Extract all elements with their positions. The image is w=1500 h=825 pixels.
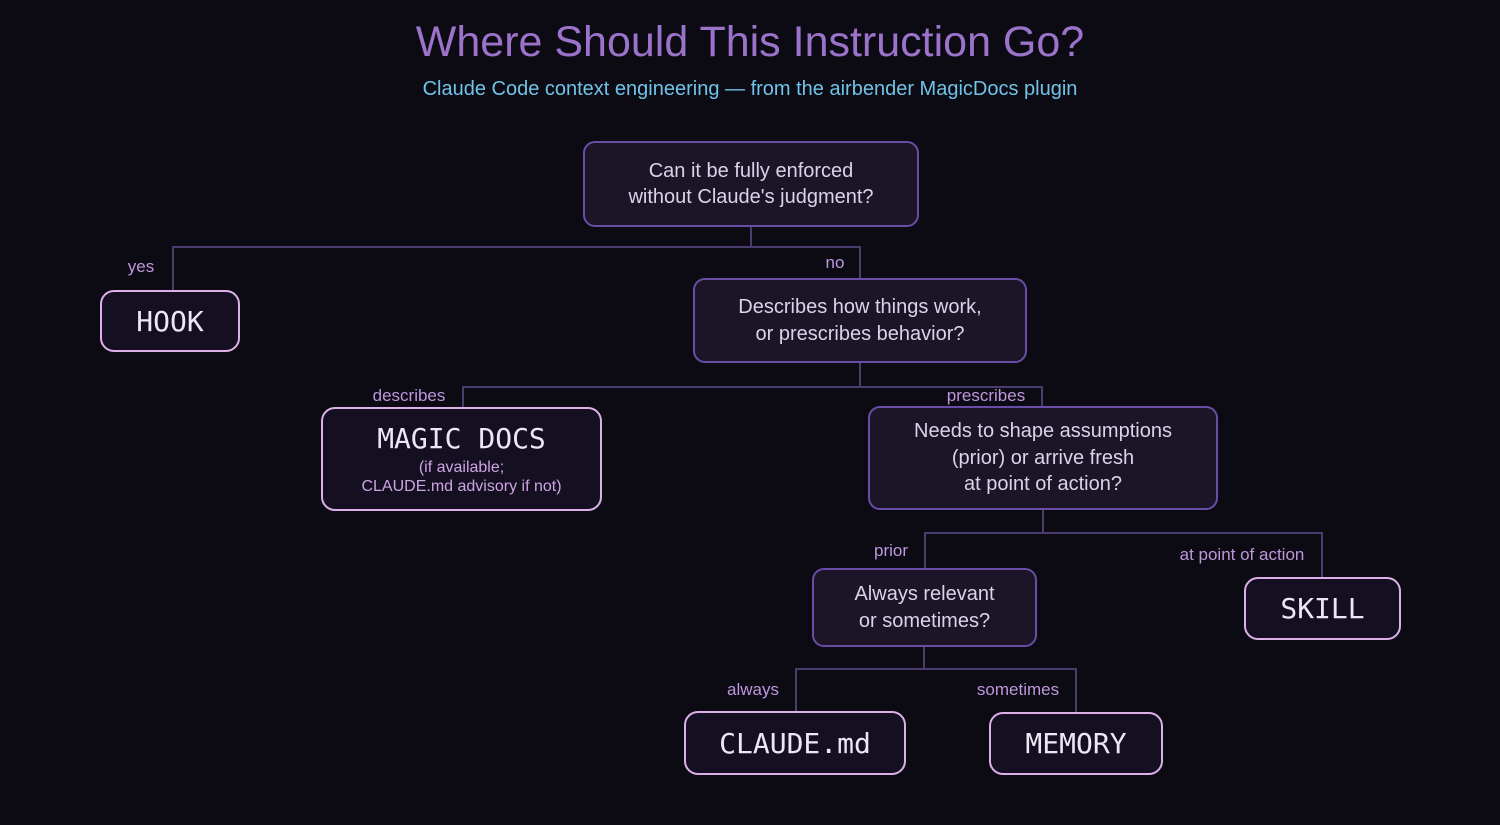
connector-assumptions-node-stub bbox=[1042, 509, 1044, 534]
leaf-node-magic-docs-caption: (if available; CLAUDE.md advisory if not… bbox=[361, 458, 561, 496]
connector-level4-horizontal bbox=[795, 668, 1077, 670]
leaf-node-hook-label: HOOK bbox=[136, 304, 204, 338]
page-subtitle: Claude Code context engineering — from t… bbox=[422, 78, 1078, 100]
branch-label-always: always bbox=[727, 680, 779, 699]
decision-node-enforced-line2: without Claude's judgment? bbox=[628, 186, 874, 208]
decision-node-relevance-line2: or sometimes? bbox=[858, 609, 991, 632]
leaf-node-magic-docs-caption-line1: (if available; bbox=[418, 459, 505, 476]
decision-node-describes-line2: or prescribes behavior? bbox=[755, 322, 965, 345]
connector-no-vertical bbox=[859, 246, 861, 279]
leaf-node-magic-docs-label: MAGIC DOCS bbox=[377, 422, 546, 455]
decision-node-shape-assumptions: Needs to shape assumptions (prior) or ar… bbox=[868, 406, 1218, 510]
connector-level1-horizontal bbox=[172, 246, 861, 248]
decision-node-assumptions-line3: at point of action? bbox=[964, 473, 1122, 496]
branch-label-no: no bbox=[825, 253, 845, 272]
leaf-node-memory: MEMORY bbox=[989, 712, 1163, 775]
connector-relevance-node-stub bbox=[923, 646, 925, 670]
decision-node-always-or-sometimes: Always relevant or sometimes? bbox=[812, 568, 1037, 647]
branch-label-prescribes: prescribes bbox=[946, 386, 1026, 405]
branch-label-at-point-of-action: at point of action bbox=[1179, 545, 1305, 564]
leaf-node-memory-label: MEMORY bbox=[1025, 727, 1127, 760]
connector-root-stub bbox=[750, 227, 752, 248]
connector-prior-vertical bbox=[924, 532, 926, 569]
connector-always-vertical bbox=[795, 668, 797, 712]
leaf-node-skill-label: SKILL bbox=[1280, 592, 1365, 625]
connector-describes-node-stub bbox=[859, 362, 861, 388]
branch-label-describes: describes bbox=[372, 386, 446, 405]
decision-node-enforced-line1: Can it be fully enforced bbox=[648, 159, 854, 182]
leaf-node-magic-docs-caption-line2: CLAUDE.md advisory if not) bbox=[361, 478, 562, 495]
leaf-node-claude-md-label: CLAUDE.md bbox=[719, 726, 871, 760]
connector-at-point-vertical bbox=[1321, 532, 1323, 578]
branch-label-yes: yes bbox=[127, 257, 155, 276]
connector-sometimes-vertical bbox=[1075, 668, 1077, 713]
decision-node-assumptions-line1: Needs to shape assumptions bbox=[914, 420, 1172, 443]
decision-node-describes-line1: Describes how things work, bbox=[738, 296, 982, 319]
branch-label-prior: prior bbox=[873, 541, 909, 560]
leaf-node-claude-md: CLAUDE.md bbox=[684, 711, 906, 775]
decision-node-relevance-line1: Always relevant bbox=[854, 583, 995, 606]
connector-prescribes-vertical bbox=[1041, 386, 1043, 407]
branch-label-sometimes: sometimes bbox=[976, 680, 1060, 699]
leaf-node-magic-docs: MAGIC DOCS (if available; CLAUDE.md advi… bbox=[321, 407, 602, 511]
connector-yes-vertical bbox=[172, 246, 174, 291]
decision-node-assumptions-line2: (prior) or arrive fresh bbox=[951, 446, 1135, 469]
connector-level2-horizontal bbox=[462, 386, 1043, 388]
connector-level3-horizontal bbox=[924, 532, 1323, 534]
leaf-node-skill: SKILL bbox=[1244, 577, 1401, 640]
leaf-node-hook: HOOK bbox=[100, 290, 240, 352]
decision-node-enforced: Can it be fully enforced without Claude'… bbox=[583, 141, 919, 227]
connector-describes-vertical bbox=[462, 386, 464, 408]
decision-node-describes-or-prescribes: Describes how things work, or prescribes… bbox=[693, 278, 1027, 363]
page-title: Where Should This Instruction Go? bbox=[415, 18, 1085, 66]
